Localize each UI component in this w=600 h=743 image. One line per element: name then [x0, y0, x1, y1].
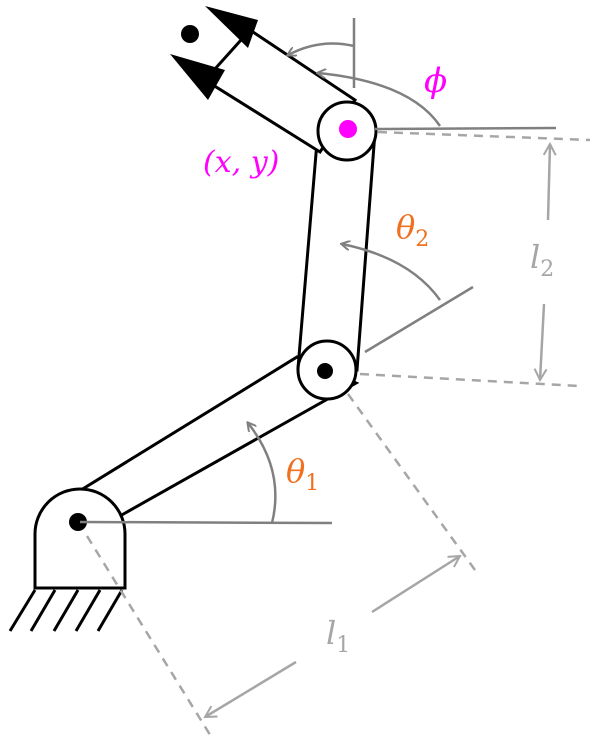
phi-label: ϕ	[424, 61, 447, 101]
l1-label: l1	[326, 614, 350, 658]
end-point	[339, 120, 357, 138]
theta2-subscript: 2	[415, 227, 429, 252]
gripper	[170, 6, 258, 100]
base-mount	[33, 487, 127, 590]
l1-arrow-upper	[371, 556, 460, 614]
l1-arrow-lower	[205, 660, 297, 717]
l2-label: l2	[530, 238, 554, 282]
joint-1	[296, 339, 358, 401]
reference-lines	[79, 18, 557, 525]
ground-hatch	[8, 586, 125, 632]
theta2-arc	[342, 244, 442, 301]
joint-2	[316, 100, 378, 162]
theta2-label: θ2	[396, 208, 429, 252]
l2-arrow-lower	[540, 303, 544, 380]
theta1-subscript: 1	[305, 471, 319, 496]
l2-subscript: 2	[540, 257, 554, 282]
phi-arc-outer	[318, 73, 442, 127]
gripper-dot	[181, 25, 199, 43]
l1-subscript: 1	[336, 633, 350, 658]
dimension-lines	[85, 130, 591, 739]
theta1-arc	[248, 423, 277, 524]
base-pivot	[69, 513, 87, 531]
point-label: (x, y)	[203, 145, 279, 180]
phi-arc-inner	[288, 42, 355, 55]
theta1-label: θ1	[286, 452, 319, 496]
l2-arrow-upper	[548, 144, 550, 221]
